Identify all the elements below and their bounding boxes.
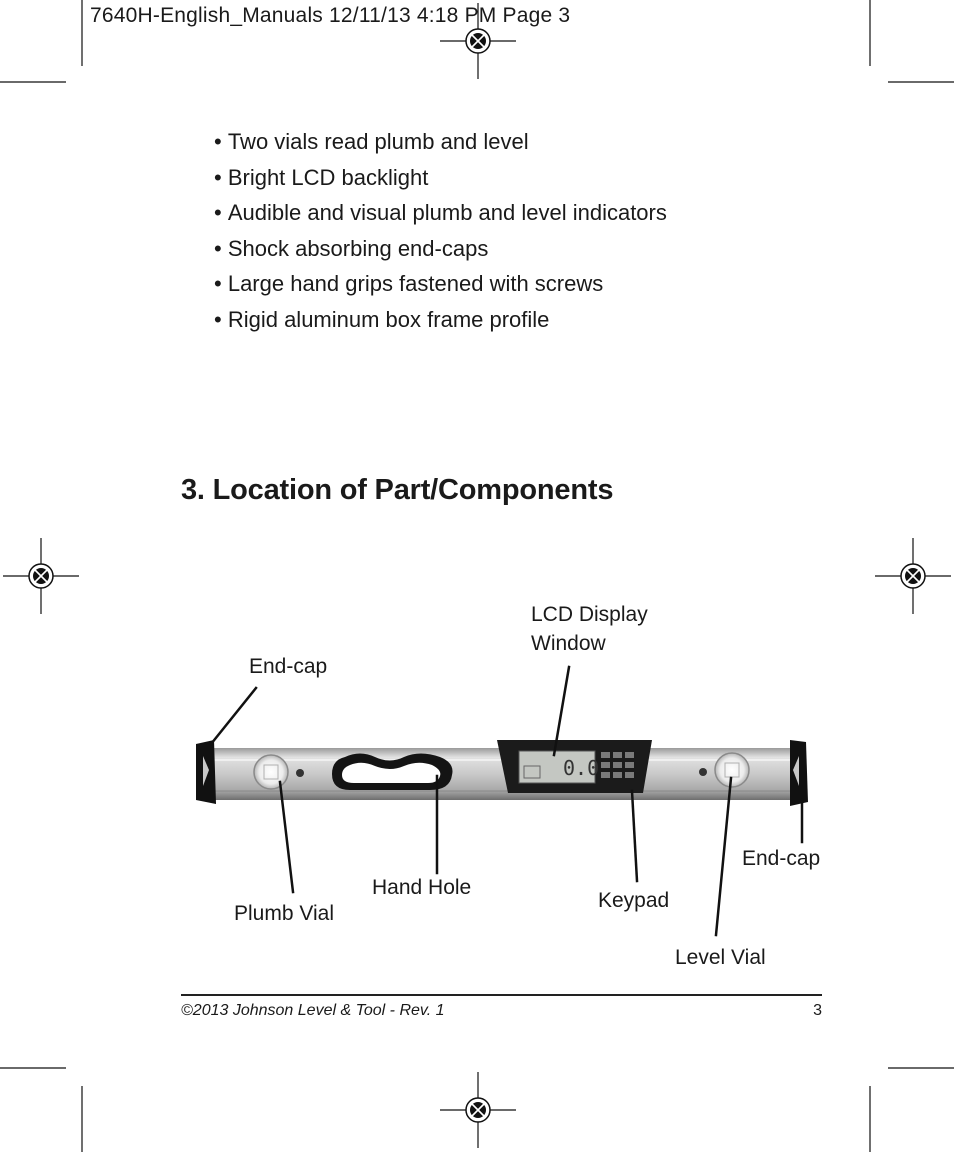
screw-right [699,768,707,776]
feature-item: Two vials read plumb and level [214,124,667,160]
end-cap-left-window [203,756,209,786]
feature-item: Large hand grips fastened with screws [214,266,667,302]
lcd-segment-icon [523,765,541,779]
label-hand-hole: Hand Hole [372,876,472,899]
key[interactable] [601,772,610,778]
key[interactable] [613,772,622,778]
plumb-vial [253,754,289,790]
feature-list: Two vials read plumb and level Bright LC… [214,124,667,338]
registration-mark-part [906,569,920,583]
lcd-readout: 0.0 [563,756,599,780]
registration-mark-top [440,3,516,79]
key[interactable] [625,752,634,758]
key[interactable] [613,752,622,758]
registration-mark-right [875,538,951,614]
label-lcd-display-window: LCD Display Window [531,600,648,658]
label-end-cap-right: End-cap [742,847,821,870]
label-lcd-line2: Window [531,632,606,655]
page-number: 3 [813,1002,822,1019]
label-end-cap-left: End-cap [249,655,328,678]
label-level-vial: Level Vial [675,946,766,969]
plumb-vial-frame [263,764,279,780]
keypad-buttons [601,752,634,778]
screw-left [296,769,304,777]
feature-item: Shock absorbing end-caps [214,231,667,267]
end-cap-right-window [793,756,799,786]
leader-level-vial [714,776,733,937]
registration-mark-bottom [440,1072,516,1148]
key[interactable] [625,762,634,768]
hand-hole-opening [342,762,441,783]
feature-item: Bright LCD backlight [214,160,667,196]
footer-copyright: ©2013 Johnson Level & Tool - Rev. 1 [181,1002,445,1019]
footer-rule [181,994,822,996]
label-plumb-vial: Plumb Vial [234,902,334,925]
key[interactable] [625,772,634,778]
leader-plumb-vial [278,780,295,894]
registration-mark-part [34,569,48,583]
level-vial [714,752,750,788]
leader-keypad [630,789,639,883]
registration-mark-part [471,34,485,48]
print-slug: 7640H-English_Manuals 12/11/13 4:18 PM P… [90,4,571,27]
label-keypad: Keypad [598,889,670,912]
leader-endcap-left [209,686,258,746]
feature-item: Rigid aluminum box frame profile [214,302,667,338]
registration-mark-left [3,538,79,614]
leader-lcd [552,665,571,757]
section-heading: 3. Location of Part/Components [181,474,614,506]
key[interactable] [601,752,610,758]
key[interactable] [601,762,610,768]
key[interactable] [613,762,622,768]
feature-item: Audible and visual plumb and level indic… [214,195,667,231]
registration-mark-part [471,1103,485,1117]
label-lcd-line1: LCD Display [531,603,648,626]
